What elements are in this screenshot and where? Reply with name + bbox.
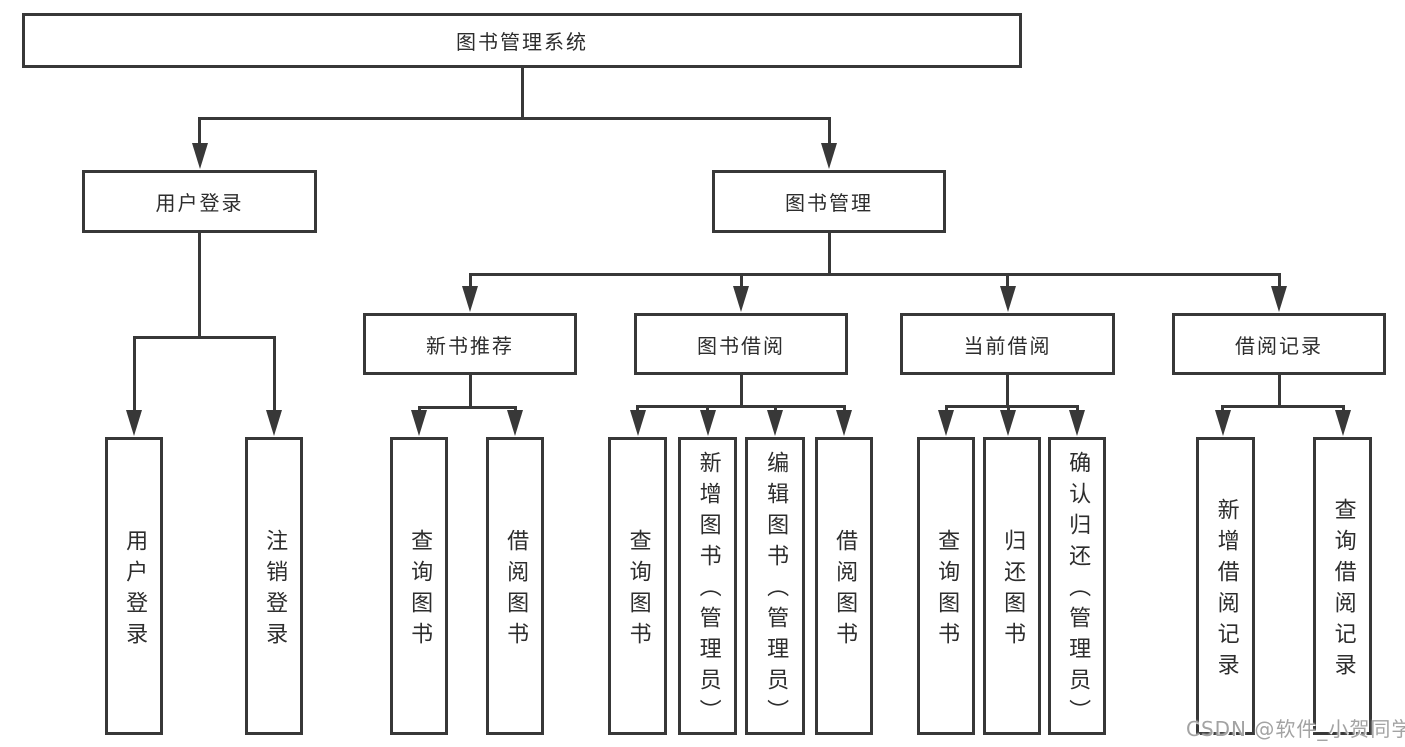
leaf-user-login: 用户登录 [105,437,163,735]
connector-hline [417,406,517,409]
leaf-records-add-record: 新增借阅记录 [1196,437,1255,735]
connector-arrow [1069,405,1085,436]
connector-hline [944,405,1079,408]
leaf-user-login-label: 用户登录 [122,528,148,653]
node-root-label: 图书管理系统 [456,30,588,54]
leaf-borrowing-edit-books-admin-label: 编辑图书（管理员） [763,451,789,730]
connector-arrow [629,405,646,436]
leaf-borrowing-add-books-admin-label: 新增图书（管理员） [695,451,721,730]
connector-vline [1277,375,1281,405]
leaf-recommend-query-books: 查询图书 [390,437,448,735]
leaf-current-return-books: 归还图书 [983,437,1041,735]
connector-arrow [836,405,852,436]
leaf-current-confirm-return-admin-label: 确认归还（管理员） [1065,451,1091,730]
connector-arrow [999,273,1016,312]
leaf-current-query-books-label: 查询图书 [934,528,960,653]
connector-hline [1221,405,1344,408]
node-user-login: 用户登录 [82,170,317,233]
node-book-management-label: 图书管理 [785,191,873,215]
node-book-borrowing: 图书借阅 [634,313,848,375]
connector-arrow [462,273,478,312]
leaf-borrowing-borrow-books-label: 借阅图书 [832,528,858,653]
connector-arrow [266,336,282,436]
leaf-records-query-record-label: 查询借阅记录 [1330,497,1356,684]
leaf-current-confirm-return-admin: 确认归还（管理员） [1048,437,1106,735]
connector-arrow [191,117,208,169]
connector-vline [739,375,743,405]
connector-arrow [821,117,837,169]
connector-vline [198,233,201,336]
connector-hline [468,273,1281,276]
connector-arrow [1214,405,1231,436]
node-new-book-recommend-label: 新书推荐 [426,333,514,358]
node-root: 图书管理系统 [22,13,1022,68]
leaf-records-query-record: 查询借阅记录 [1313,437,1372,735]
watermark: CSDN @软件_小贺同学 [1186,717,1405,741]
connector-hline [198,117,831,120]
node-user-login-label: 用户登录 [155,191,244,215]
connector-vline [827,233,831,273]
connector-arrow [507,406,523,436]
leaf-records-add-record-label: 新增借阅记录 [1213,497,1239,684]
connector-arrow [733,273,749,312]
connector-arrow [1335,405,1351,436]
connector-arrow [1271,273,1287,312]
node-borrowing-records: 借阅记录 [1172,313,1386,375]
node-book-management: 图书管理 [712,170,946,233]
leaf-borrowing-add-books-admin: 新增图书（管理员） [678,437,737,735]
leaf-current-query-books: 查询图书 [917,437,975,735]
node-borrowing-records-label: 借阅记录 [1235,333,1323,358]
leaf-recommend-query-books-label: 查询图书 [407,528,433,653]
connector-arrow [411,406,427,436]
connector-arrow [938,405,954,436]
node-current-borrowing: 当前借阅 [900,313,1115,375]
connector-vline [520,68,524,117]
connector-hline [636,405,845,408]
connector-hline [132,336,276,339]
connector-arrow [1000,405,1016,436]
leaf-borrowing-query-books: 查询图书 [608,437,667,735]
leaf-current-return-books-label: 归还图书 [1000,528,1026,653]
leaf-borrowing-edit-books-admin: 编辑图书（管理员） [745,437,805,735]
node-current-borrowing-label: 当前借阅 [963,333,1052,358]
leaf-recommend-borrow-books-label: 借阅图书 [503,528,529,653]
connector-arrow [767,405,783,436]
leaf-borrowing-borrow-books: 借阅图书 [815,437,873,735]
leaf-logout-login-label: 注销登录 [262,528,288,653]
connector-vline [468,375,472,406]
node-new-book-recommend: 新书推荐 [363,313,577,375]
leaf-borrowing-query-books-label: 查询图书 [625,528,651,653]
connector-vline [1006,375,1009,405]
connector-arrow [126,336,142,436]
node-book-borrowing-label: 图书借阅 [697,333,785,358]
leaf-logout-login: 注销登录 [245,437,303,735]
leaf-recommend-borrow-books: 借阅图书 [486,437,544,735]
connector-arrow [699,405,716,436]
